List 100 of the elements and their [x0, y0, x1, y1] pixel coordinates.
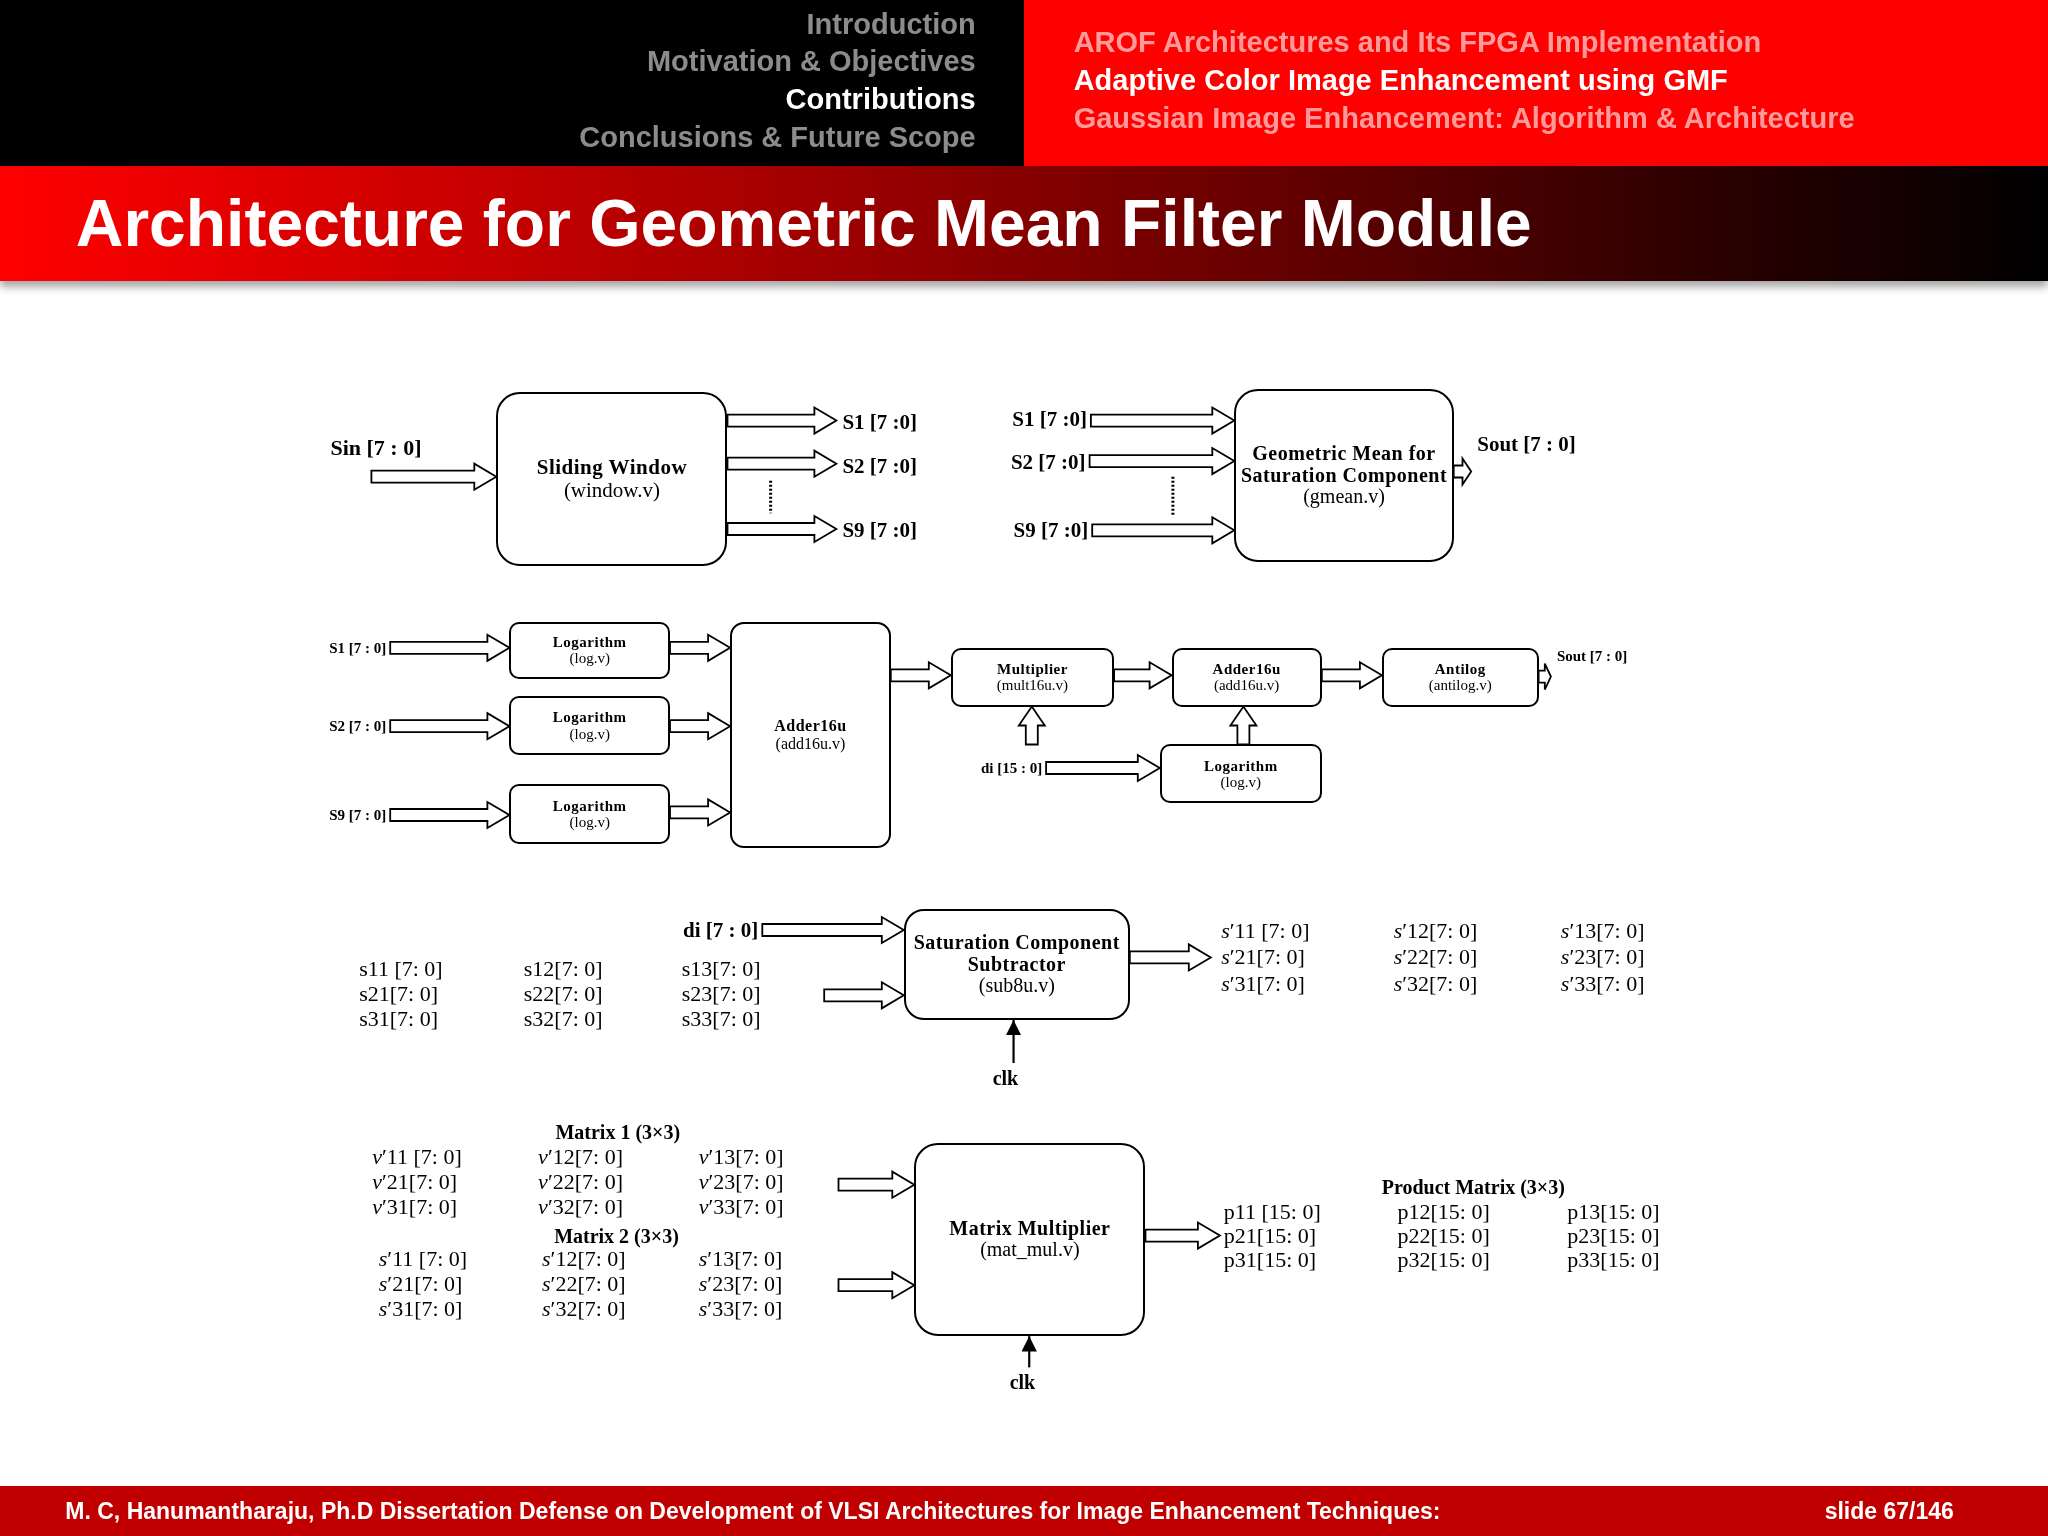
- arrow: [1021, 1336, 1037, 1368]
- matrix-entry: s33[7: 0]: [681, 1005, 761, 1032]
- signal-label: clk: [992, 1066, 1019, 1090]
- matrix-entry: s31[7: 0]: [359, 1005, 438, 1032]
- module-box: [509, 696, 670, 755]
- file-name: (mat_mul.v): [980, 1239, 1080, 1262]
- matrix-entry: p12[15: 0]: [1397, 1199, 1490, 1226]
- footer-text: slide 67/146: [1824, 1497, 1954, 1525]
- module-box: [1234, 389, 1454, 562]
- block-arrow: [837, 1170, 917, 1200]
- module-name: Adder16u: [1212, 661, 1281, 678]
- module-name: Sliding Window: [536, 456, 688, 479]
- block-arrow: [669, 711, 732, 741]
- signal-label: di [7 : 0]: [683, 917, 759, 943]
- signal-label: S1 [7 :0]: [842, 409, 918, 435]
- signal-label: S9 [7 :0]: [1013, 517, 1089, 543]
- matrix-entry: s′13[7: 0]: [1560, 918, 1645, 945]
- matrix-entry: s′33[7: 0]: [1560, 970, 1645, 997]
- block-arrow: [1537, 662, 1552, 691]
- module-box: [496, 391, 728, 566]
- module-name: Adder16u: [774, 717, 847, 735]
- module-name: Geometric Mean for Saturation Component: [1240, 443, 1448, 487]
- file-name: (log.v): [569, 813, 610, 830]
- matrix-entry: v′12[7: 0]: [538, 1144, 623, 1171]
- matrix-entry: s′22[7: 0]: [1393, 944, 1478, 971]
- matrix-entry: v′23[7: 0]: [698, 1169, 784, 1196]
- matrix-entry: s′21[7: 0]: [1221, 944, 1305, 971]
- matrix-entry: v′11 [7: 0]: [372, 1144, 462, 1171]
- matrix-entry: s11 [7: 0]: [359, 956, 443, 983]
- module-box: [509, 621, 670, 680]
- file-name: (add16u.v): [1213, 677, 1280, 694]
- matrix-entry: s22[7: 0]: [523, 980, 603, 1007]
- signal-label: clk: [1009, 1370, 1036, 1394]
- matrix-entry: s′11 [7: 0]: [378, 1246, 468, 1273]
- block-arrow: [1128, 942, 1213, 972]
- matrix-entry: s′13[7: 0]: [698, 1246, 783, 1273]
- module-name: Logarithm: [552, 709, 627, 726]
- footer-text: M. C, Hanumantharaju, Ph.D Dissertation Defense on Development of VLSI Architectures for Image Enhancement Techniques:: [65, 1497, 1441, 1525]
- matrix-entry: v′21[7: 0]: [372, 1169, 458, 1196]
- signal-label: S9 [7 :0]: [842, 517, 918, 543]
- matrix-entry: p13[15: 0]: [1567, 1199, 1660, 1226]
- nav-item: Conclusions & Future Scope: [579, 120, 976, 154]
- matrix-entry: s′23[7: 0]: [1560, 944, 1645, 971]
- file-name: (gmean.v): [1303, 486, 1385, 508]
- matrix-entry: v′22[7: 0]: [538, 1169, 623, 1196]
- module-box: [903, 909, 1130, 1021]
- module-box: [1159, 744, 1322, 804]
- matrix-entry: p11 [15: 0]: [1223, 1199, 1321, 1226]
- nav-item: Adaptive Color Image Enhancement using GMF: [1073, 63, 1728, 97]
- block-arrow: [389, 633, 512, 663]
- matrix-entry: s′32[7: 0]: [542, 1295, 626, 1322]
- module-name: Antilog: [1434, 661, 1486, 678]
- file-name: (log.v): [1220, 773, 1261, 791]
- block-arrow: [726, 514, 839, 544]
- module-name: Logarithm: [552, 634, 627, 651]
- file-name: (mult16u.v): [996, 677, 1069, 694]
- module-name: Saturation Component Subtractor: [912, 932, 1121, 976]
- module-box: [509, 783, 670, 844]
- module-box: [730, 621, 891, 848]
- block-arrow: [1144, 1221, 1222, 1251]
- block-arrow: [1452, 455, 1473, 488]
- matrix-entry: p32[15: 0]: [1397, 1247, 1490, 1274]
- module-name: Logarithm: [1203, 757, 1278, 774]
- block-arrow: [837, 1270, 917, 1300]
- block-arrow: [370, 462, 499, 492]
- matrix-entry: p31[15: 0]: [1223, 1247, 1317, 1274]
- slide-title: Architecture for Geometric Mean Filter Module: [75, 185, 1532, 262]
- module-name: Multiplier: [997, 661, 1068, 678]
- matrix-title: Matrix 2 (3×3): [554, 1224, 679, 1248]
- block-arrow: [1045, 753, 1162, 783]
- block-arrow: [389, 711, 512, 741]
- matrix-entry: s13[7: 0]: [681, 956, 761, 983]
- matrix-entry: s32[7: 0]: [523, 1005, 603, 1032]
- block-arrow: [669, 633, 732, 663]
- module-name: Matrix Multiplier: [949, 1217, 1111, 1240]
- block-arrow: [1320, 660, 1384, 690]
- block-arrow: [1088, 446, 1237, 476]
- matrix-entry: s′12[7: 0]: [542, 1246, 626, 1273]
- file-name: (log.v): [569, 650, 610, 667]
- signal-label: S9 [7 : 0]: [329, 806, 387, 824]
- matrix-entry: s′32[7: 0]: [1393, 970, 1478, 997]
- module-box: [1381, 647, 1539, 707]
- block-arrow: [389, 800, 512, 830]
- matrix-entry: v′31[7: 0]: [372, 1193, 458, 1220]
- nav-item: Gaussian Image Enhancement: Algorithm & Architecture: [1073, 101, 1855, 135]
- file-name: (window.v): [563, 478, 660, 502]
- file-name: (log.v): [569, 725, 610, 742]
- block-arrow: [726, 406, 839, 436]
- matrix-entry: v′32[7: 0]: [538, 1193, 623, 1220]
- block-arrow: [889, 660, 953, 690]
- file-name: (add16u.v): [775, 734, 846, 752]
- signal-label: S2 [7 :0]: [842, 453, 918, 479]
- signal-label: S1 [7 : 0]: [329, 639, 387, 657]
- block-arrow: [726, 449, 839, 479]
- arrow: [1005, 1020, 1022, 1064]
- signal-label: S2 [7 :0]: [1010, 449, 1086, 475]
- block-arrow: [1228, 705, 1259, 746]
- nav-item: Contributions: [785, 82, 976, 116]
- block-arrow: [669, 797, 732, 827]
- matrix-entry: s12[7: 0]: [523, 956, 603, 983]
